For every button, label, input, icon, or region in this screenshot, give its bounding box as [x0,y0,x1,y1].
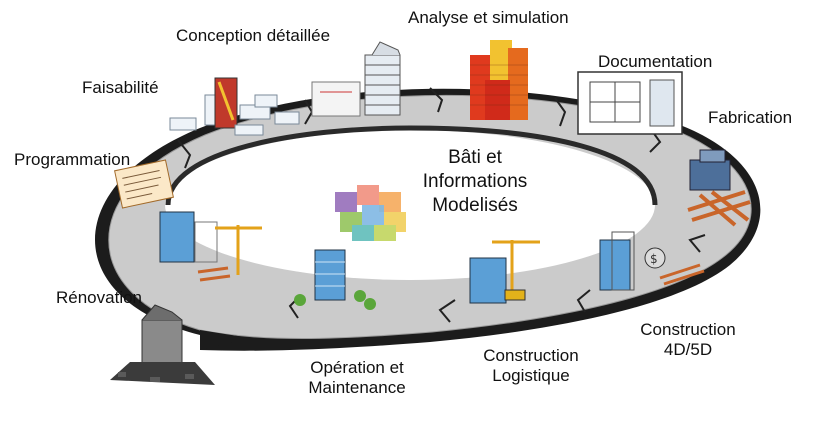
construction-site-icon [159,211,262,282]
stage-label-logistique-line1: Construction [483,346,579,365]
hub-line-2: Informations [422,171,528,192]
stage-label-operation-line2: Maintenance [308,378,406,397]
stage-label-construction-4d5d: Construction 4D/5D [626,320,750,360]
stage-label-construction-4d5d-line2: 4D/5D [663,340,713,359]
hub-line-1: Bâti et [448,147,502,168]
fabrication-machine-icon [687,149,751,227]
center-hub-label: Bâti et Informations Modelisés [395,146,555,218]
stage-label-construction-4d5d-line1: Construction [640,320,736,339]
stage-label-programmation: Programmation [14,150,131,169]
detailed-tower-icon [311,41,401,117]
operations-building-icon [294,249,376,310]
stage-label-renovation: Rénovation [56,288,143,307]
documentation-sheet-icon [577,71,683,135]
programme-document-icon [114,159,174,209]
analysis-heatmap-building-icon [470,40,528,120]
stage-label-fabrication: Fabrication [708,108,793,127]
svg-text:$: $ [650,252,658,266]
construction-logistics-icon [469,240,540,304]
stage-label-operation-maintenance: Opération et Maintenance [292,358,422,398]
massing-blocks-icon [169,77,300,136]
stage-label-logistique-line2: Logistique [492,366,570,385]
construction-4d5d-icon: $ [599,231,705,291]
stage-label-faisabilite: Faisabilité [82,78,159,97]
bim-cubes-icon [335,185,406,241]
stage-label-conception: Conception détaillée [176,26,331,45]
hub-line-3: Modelisés [432,195,518,216]
stage-label-construction-logistique: Construction Logistique [468,346,594,386]
stage-label-operation-line1: Opération et [310,358,404,377]
renovation-ruin-icon [110,304,215,385]
lifecycle-ring [95,87,761,351]
stage-label-documentation: Documentation [598,52,713,71]
stage-label-analyse: Analyse et simulation [408,8,569,27]
